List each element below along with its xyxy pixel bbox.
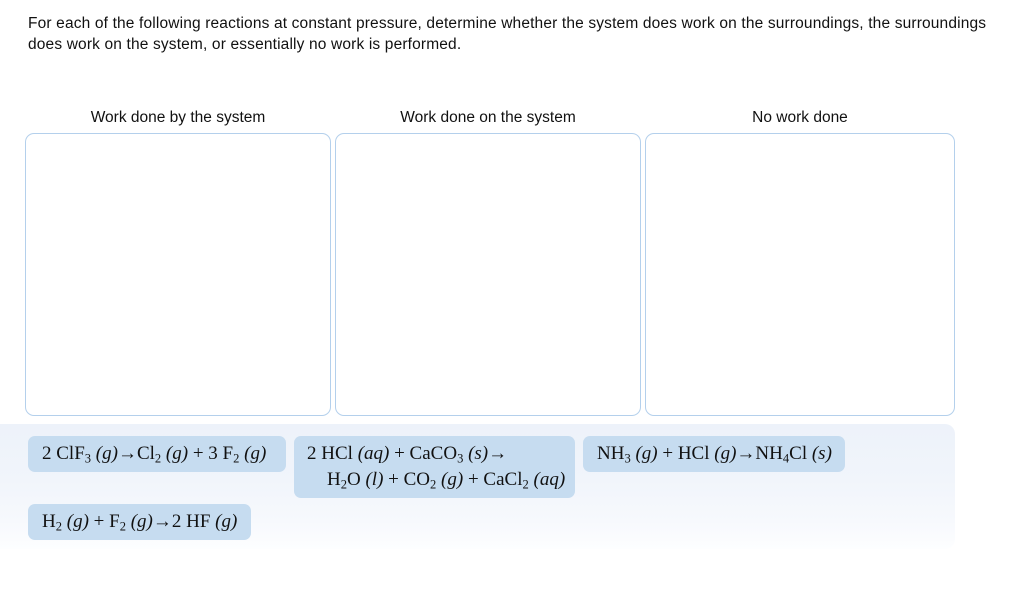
- draggable-tile-clf3[interactable]: 2 ClF3 (g)→Cl2 (g) + 3 F2 (g): [28, 436, 286, 472]
- column-headers: Work done by the system Work done on the…: [25, 105, 955, 131]
- tile-text-line: NH3 (g) + HCl (g)→NH4Cl (s): [597, 443, 832, 466]
- dropzone-no-work-done[interactable]: [645, 133, 955, 416]
- column-header-work-done-by-system: Work done by the system: [90, 109, 266, 126]
- question-prompt: For each of the following reactions at c…: [28, 15, 987, 53]
- tile-text-line: H2O (l) + CO2 (g) + CaCl2 (aq): [327, 469, 566, 492]
- draggable-tile-h2-f2[interactable]: H2 (g) + F2 (g)→2 HF (g): [28, 504, 251, 540]
- dropzone-work-done-by-system[interactable]: [25, 133, 331, 416]
- draggable-tile-nh3-hcl[interactable]: NH3 (g) + HCl (g)→NH4Cl (s): [583, 436, 845, 472]
- dropzone-row: [25, 133, 955, 416]
- tile-text-line: 2 ClF3 (g)→Cl2 (g) + 3 F2 (g): [42, 443, 267, 466]
- draggable-tile-hcl-caco3[interactable]: 2 HCl (aq) + CaCO3 (s)→ H2O (l) + CO2 (g…: [294, 436, 575, 498]
- tile-text-line: 2 HCl (aq) + CaCO3 (s)→: [307, 443, 508, 466]
- dropzone-work-done-on-system[interactable]: [335, 133, 641, 416]
- column-header-no-work-done: No work done: [752, 109, 848, 126]
- tile-tray: 2 ClF3 (g)→Cl2 (g) + 3 F2 (g) 2 HCl (aq)…: [0, 424, 955, 549]
- tile-text-line: H2 (g) + F2 (g)→2 HF (g): [42, 511, 238, 534]
- column-header-work-done-on-system: Work done on the system: [400, 109, 576, 126]
